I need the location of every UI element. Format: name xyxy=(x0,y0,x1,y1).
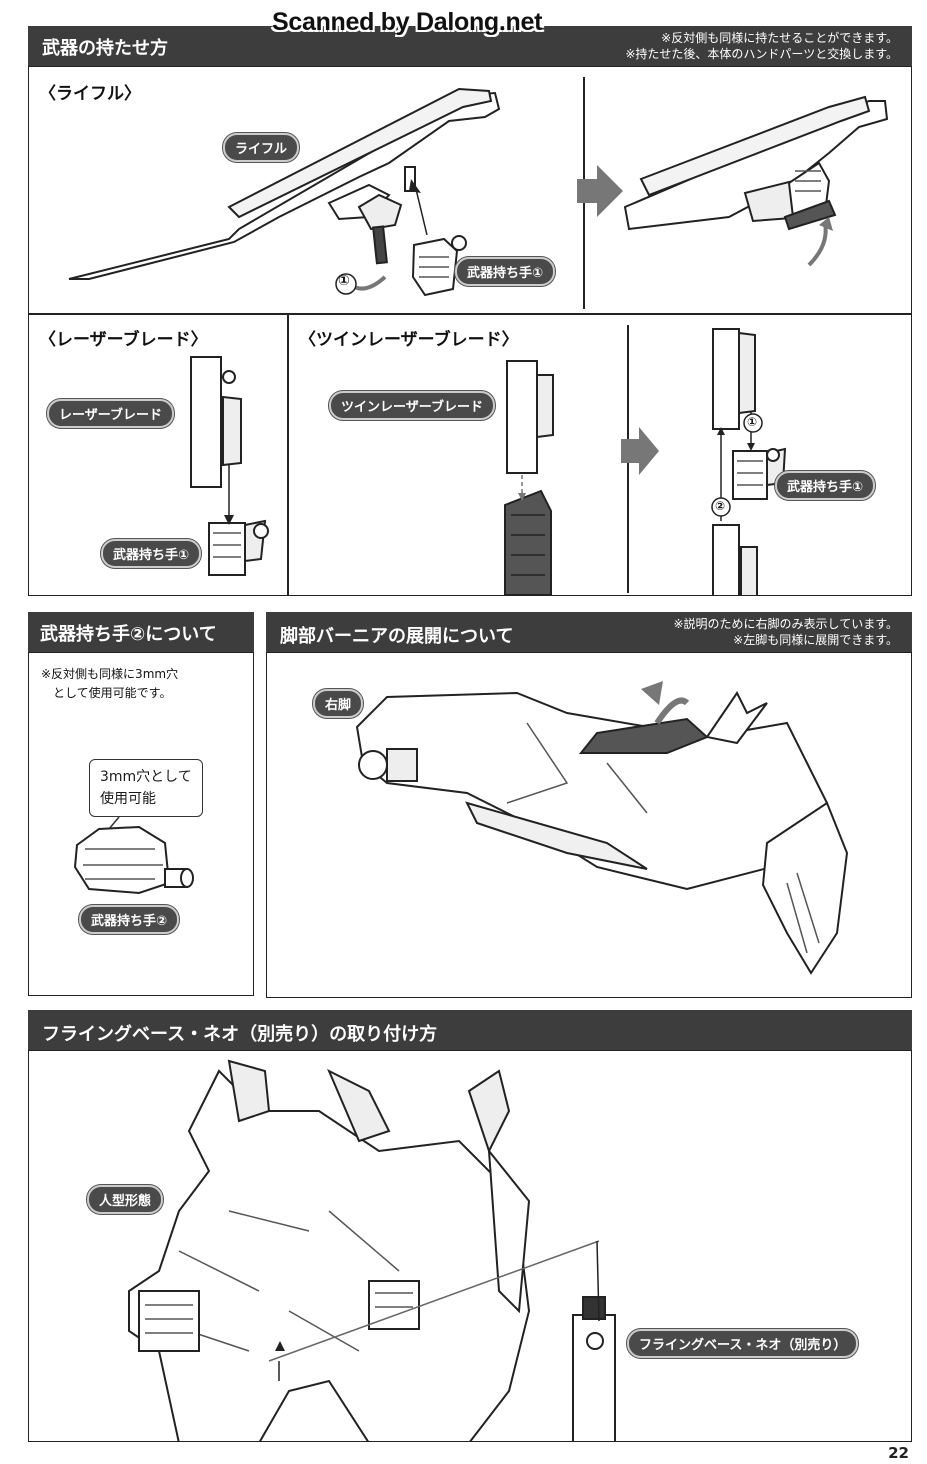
hand2-callout-2: 使用可能 xyxy=(100,791,156,807)
hand2-callout: 3mm穴として 使用可能 xyxy=(89,759,203,817)
base-form-label: 人型形態 xyxy=(87,1185,164,1214)
weapons-notes: ※反対側も同様に持たせることができます。 ※持たせた後、本体のハンドパーツと交換… xyxy=(625,30,898,62)
hand2-note-2: として使用可能です。 xyxy=(41,686,172,700)
weapons-note-2: ※持たせた後、本体のハンドパーツと交換します。 xyxy=(625,47,898,61)
rifle-label: ライフル xyxy=(223,133,300,162)
rifle-illustration xyxy=(68,87,889,297)
vernier-panel: 右脚 xyxy=(266,652,912,998)
hand2-note: ※反対側も同様に3mm穴 として使用可能です。 xyxy=(41,665,178,703)
twin-blade-step-1: ① xyxy=(747,415,758,429)
page-number: 22 xyxy=(888,1444,909,1462)
vernier-note-2: ※左脚も同様に展開できます。 xyxy=(733,633,898,647)
rifle-panel: 〈ライフル〉 ライフル xyxy=(28,66,912,314)
twin-blade-step-2: ② xyxy=(715,499,726,513)
twin-blade-hand-label: 武器持ち手① xyxy=(775,471,876,500)
base-panel: 人型形態 フライングベース・ネオ（別売り） xyxy=(28,1050,912,1442)
base-title: フライングベース・ネオ（別売り）の取り付け方 xyxy=(42,1024,438,1045)
rifle-step-1: ① xyxy=(338,273,350,289)
vernier-illustration xyxy=(355,681,849,975)
vernier-leg-label: 右脚 xyxy=(313,689,364,718)
hand2-callout-1: 3mm穴として xyxy=(100,769,192,785)
hand2-illustration xyxy=(73,816,194,895)
rifle-hand-label: 武器持ち手① xyxy=(455,257,556,286)
laser-blade-illustration xyxy=(190,356,269,576)
watermark: Scanned by Dalong.net xyxy=(272,8,543,36)
vernier-notes: ※説明のために右脚のみ表示しています。 ※左脚も同様に展開できます。 xyxy=(674,616,899,648)
weapons-header: 武器の持たせ方 ※反対側も同様に持たせることができます。 ※持たせた後、本体のハ… xyxy=(28,26,912,66)
vernier-title: 脚部バーニアの展開について xyxy=(280,626,514,647)
weapons-note-1: ※反対側も同様に持たせることができます。 xyxy=(661,31,898,45)
base-stand-label: フライングベース・ネオ（別売り） xyxy=(627,1329,859,1358)
laser-blade-label: レーザーブレード xyxy=(47,399,174,428)
hand2-header: 武器持ち手②について xyxy=(28,612,254,652)
rifle-heading: 〈ライフル〉 xyxy=(39,84,141,104)
base-header: フライングベース・ネオ（別売り）の取り付け方 xyxy=(28,1010,912,1050)
hand2-title: 武器持ち手②について xyxy=(40,624,217,645)
base-illustration xyxy=(128,1059,616,1441)
vernier-header: 脚部バーニアの展開について ※説明のために右脚のみ表示しています。 ※左脚も同様… xyxy=(266,612,912,652)
hand2-label: 武器持ち手② xyxy=(79,905,180,934)
laser-blade-heading: 〈レーザーブレード〉 xyxy=(39,330,208,350)
laser-blade-hand-label: 武器持ち手① xyxy=(101,539,202,568)
laser-blade-panel: 〈レーザーブレード〉 レーザーブレード 武器持ち手① xyxy=(28,314,288,596)
twin-blade-heading: 〈ツインレーザーブレード〉 xyxy=(299,330,519,350)
vernier-note-1: ※説明のために右脚のみ表示しています。 xyxy=(673,617,899,631)
twin-blade-panel: 〈ツインレーザーブレード〉 ツインレーザーブレード 武器持ち手① ① xyxy=(288,314,912,596)
weapons-title: 武器の持たせ方 xyxy=(42,38,168,59)
hand2-panel: ※反対側も同様に3mm穴 として使用可能です。 3mm穴として 使用可能 武器持… xyxy=(28,652,254,996)
twin-blade-label: ツインレーザーブレード xyxy=(329,391,495,420)
hand2-note-1: ※反対側も同様に3mm穴 xyxy=(41,667,179,681)
twin-blade-illustration xyxy=(504,328,787,595)
